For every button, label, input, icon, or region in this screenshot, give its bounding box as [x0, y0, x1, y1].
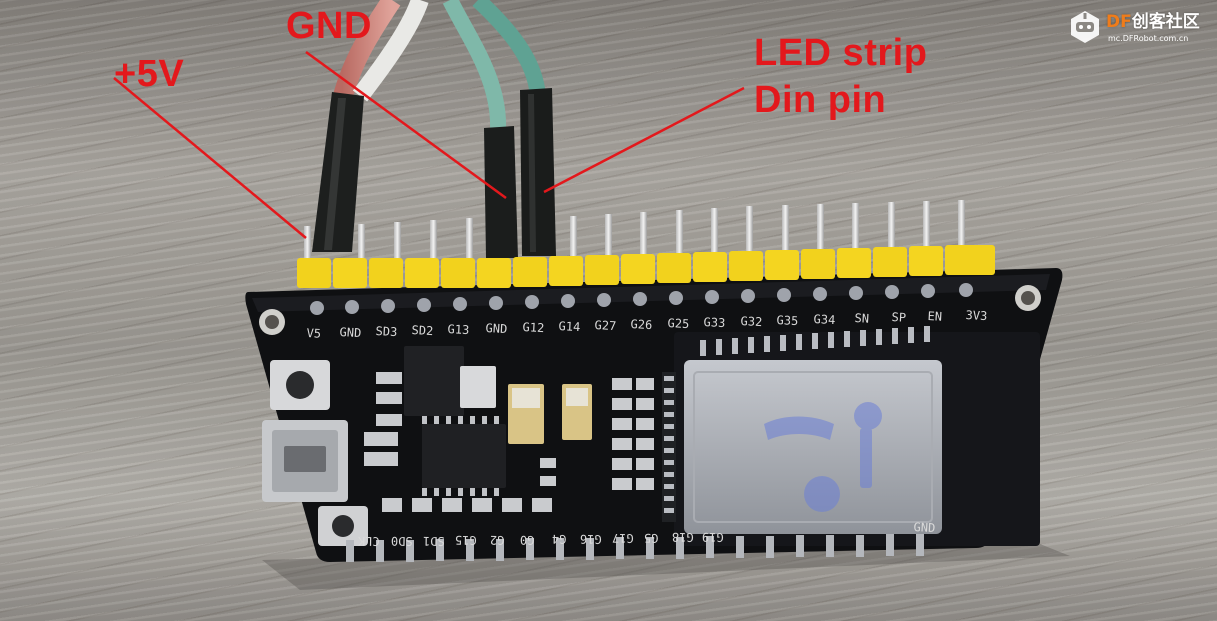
- pin-label-gnd-2: GND: [485, 321, 508, 337]
- pin-label-g35: G35: [776, 313, 799, 329]
- pin-label-sd2: SD2: [411, 323, 434, 339]
- pin-label-g16: G16: [579, 531, 602, 547]
- esp32-metal-shield: [684, 360, 942, 534]
- pin-label-g4: G4: [551, 531, 567, 547]
- pin-label-sd3: SD3: [375, 324, 398, 340]
- pin-label-g25: G25: [667, 316, 690, 332]
- pin-label-g26: G26: [630, 317, 653, 333]
- pointer-line-5v: [113, 77, 307, 239]
- pin-label-3v3: 3V3: [965, 308, 988, 324]
- pin-label-g2: G2: [489, 532, 505, 548]
- pointer-line-gnd: [305, 50, 507, 200]
- pin-label-g14: G14: [558, 319, 581, 335]
- pin-label-sn: SN: [854, 311, 870, 326]
- pin-label-g19: G19: [701, 529, 724, 545]
- pin-label-g18: G18: [671, 529, 694, 545]
- teal-wire-1: [442, 0, 507, 131]
- pin-label-v5: V5: [306, 326, 322, 341]
- pin-label-g0: G0: [519, 532, 535, 548]
- pin-label-g13: G13: [447, 322, 470, 338]
- watermark-community: 创客社区: [1131, 12, 1200, 32]
- pin-label-g33: G33: [703, 315, 726, 331]
- pin-label-g15: G15: [454, 532, 477, 548]
- watermark-df: DF: [1106, 12, 1132, 32]
- pin-label-sp: SP: [891, 310, 907, 325]
- pin-label-en: EN: [927, 309, 943, 324]
- annotation-5v-label: +5V: [114, 53, 185, 95]
- annotation-led-strip-line: LED strip: [754, 32, 928, 74]
- annotation-led-din-label: LED strip Din pin: [754, 30, 927, 124]
- top-header-pins: [304, 200, 965, 260]
- white-wire: [352, 0, 429, 102]
- red-wire: [332, 0, 401, 103]
- pin-label-g17: G17: [611, 530, 634, 546]
- dfrobot-watermark: DF创客社区 mc.DFRobot.com.cn: [1066, 8, 1206, 48]
- watermark-title: DF创客社区: [1106, 12, 1200, 32]
- usb-uart-chip: [422, 424, 506, 488]
- pin-label-g34: G34: [813, 312, 836, 328]
- pointer-line-din: [543, 86, 745, 194]
- sleeve-gnd: [484, 126, 518, 258]
- robot-head-icon: [1071, 11, 1099, 43]
- bottom-header-pins: [346, 534, 924, 562]
- teal-wire-2: [472, 0, 546, 98]
- sleeve-din: [520, 88, 556, 256]
- pin-label-clk: CLK: [357, 533, 380, 549]
- pin-label-g5: G5: [643, 530, 659, 546]
- annotation-gnd-label: GND: [286, 5, 372, 47]
- annotation-din-pin-line: Din pin: [754, 79, 887, 121]
- top-header-housings: [297, 245, 995, 288]
- pin-label-gnd-1: GND: [339, 325, 362, 341]
- pin-label-sd0: SD0: [390, 533, 413, 549]
- pin-label-g12: G12: [522, 320, 545, 336]
- pin-label-g27: G27: [594, 318, 617, 334]
- pin-label-gnd-bottom: GND: [913, 520, 936, 536]
- pin-label-g32: G32: [740, 314, 763, 330]
- watermark-url: mc.DFRobot.com.cn: [1108, 34, 1189, 43]
- pin-label-sd1: SD1: [422, 533, 445, 549]
